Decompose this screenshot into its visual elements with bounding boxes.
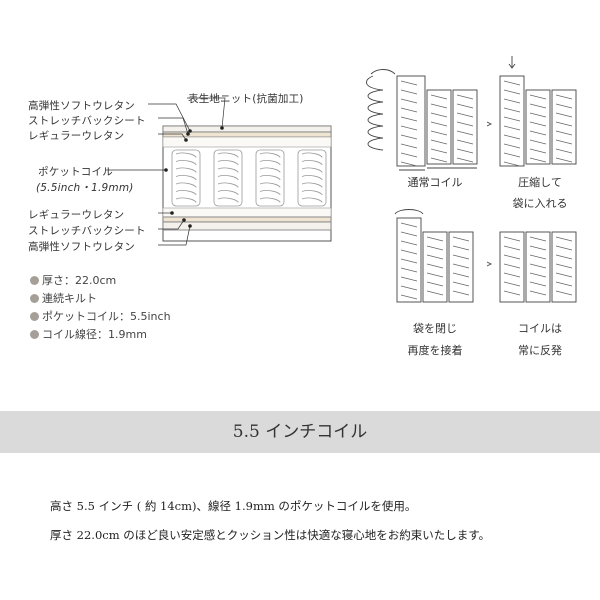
spec-list: 厚さ：22.0cm 連続キルト ポケットコイル：5.5inch コイル線径：1.… bbox=[30, 272, 171, 344]
spec-item-wire-diameter: コイル線径：1.9mm bbox=[30, 326, 171, 344]
label-pocket-coil-size: (5.5inch・1.9mm) bbox=[36, 182, 134, 194]
label-top-outer-urethane: 高弾性ソフトウレタン bbox=[28, 100, 135, 112]
label-knit-fabric: 表生地ニット(抗菌加工) bbox=[188, 93, 304, 105]
label-bottom-stretch-sheet: ストレッチバックシート bbox=[28, 225, 146, 237]
bullet-icon bbox=[30, 276, 39, 285]
spec-item-thickness: 厚さ：22.0cm bbox=[30, 272, 171, 290]
description-line-1: 高さ 5.5 インチ ( 約 14cm)、線径 1.9mm のポケットコイルを使… bbox=[50, 499, 417, 513]
coil-process-diagram bbox=[366, 56, 577, 303]
label-bottom-regular-urethane: レギュラーウレタン bbox=[28, 209, 125, 221]
label-top-regular-urethane: レギュラーウレタン bbox=[28, 130, 125, 142]
label-pocket-coil: ポケットコイル bbox=[38, 166, 113, 178]
step3-caption-line2: 再度を接着 bbox=[407, 344, 463, 357]
bullet-icon bbox=[30, 294, 39, 303]
mattress-cross-section bbox=[106, 97, 332, 246]
label-bottom-outer-urethane: 高弾性ソフトウレタン bbox=[28, 241, 135, 253]
label-top-stretch-sheet: ストレッチバックシート bbox=[28, 115, 146, 127]
banner-title: 5.5 インチコイル bbox=[232, 422, 368, 442]
bullet-icon bbox=[30, 330, 39, 339]
bullet-icon bbox=[30, 312, 39, 321]
spec-item-coil-height: ポケットコイル：5.5inch bbox=[30, 308, 171, 326]
spec-item-quilt: 連続キルト bbox=[30, 290, 171, 308]
step3-caption-line1: 袋を閉じ bbox=[413, 322, 457, 335]
step2-caption-line1: 圧縮して bbox=[518, 176, 562, 189]
step4-caption-line2: 常に反発 bbox=[518, 344, 562, 357]
step4-caption-line1: コイルは bbox=[518, 322, 562, 335]
description-line-2: 厚さ 22.0cm のほど良い安定感とクッション性は快適な寝心地をお約束いたしま… bbox=[50, 528, 491, 542]
section-banner: 5.5 インチコイル bbox=[0, 411, 600, 453]
step2-caption-line2: 袋に入れる bbox=[512, 197, 568, 210]
step1-caption: 通常コイル bbox=[407, 176, 463, 189]
